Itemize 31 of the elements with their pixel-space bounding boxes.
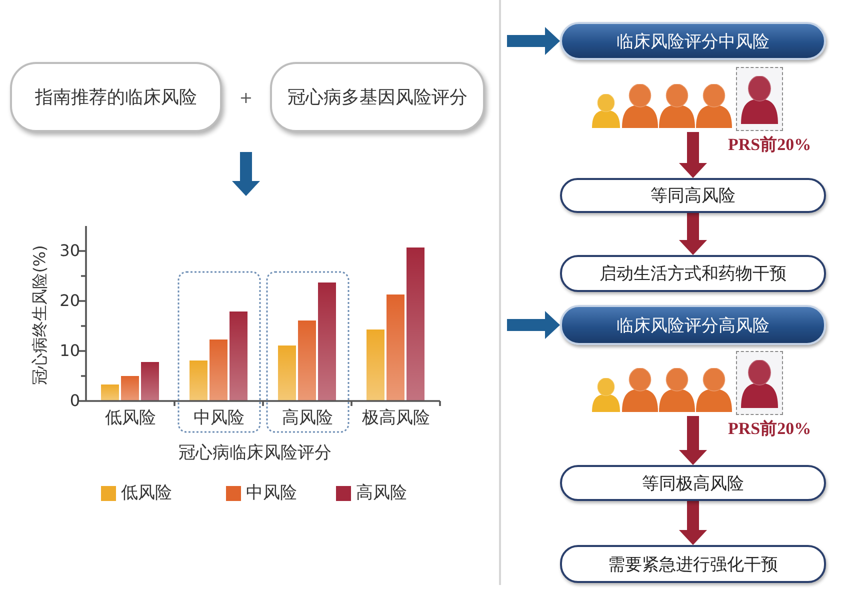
tick-label: 30 xyxy=(60,241,80,261)
category-label: 高风险 xyxy=(282,407,333,429)
block-arrow xyxy=(679,501,707,545)
axis-title: 冠心病终生风险(%) xyxy=(29,244,50,387)
legend-label: 低风险 xyxy=(121,482,172,504)
block-arrow xyxy=(507,27,560,55)
node-caption: PRS前20% xyxy=(728,418,812,440)
category-label: 低风险 xyxy=(104,407,156,429)
factor-box: 冠心病多基因风险评分 xyxy=(270,62,485,132)
axis-title: 冠心病临床风险评分 xyxy=(178,442,332,465)
block-arrow xyxy=(679,213,707,255)
block-arrow xyxy=(507,311,560,339)
result-box: 等同高风险 xyxy=(560,178,826,213)
stage-banner: 临床风险评分中风险 xyxy=(560,22,826,60)
tick-label: 10 xyxy=(60,341,80,361)
category-label: 极高风险 xyxy=(362,407,430,429)
plus-sign: + xyxy=(238,87,254,109)
legend-label: 中风险 xyxy=(246,482,297,504)
result-box: 需要紧急进行强化干预 xyxy=(560,545,826,583)
legend-label: 高风险 xyxy=(356,482,407,504)
block-arrow xyxy=(679,416,707,465)
block-arrow xyxy=(679,132,707,178)
block-arrow xyxy=(232,152,260,196)
factor-box: 指南推荐的临床风险 xyxy=(10,62,222,132)
node-caption: PRS前20% xyxy=(728,134,812,156)
category-label: 中风险 xyxy=(193,407,244,429)
result-box: 等同极高风险 xyxy=(560,465,826,501)
tick-label: 0 xyxy=(70,391,80,411)
result-box: 启动生活方式和药物干预 xyxy=(560,255,826,292)
tick-label: 20 xyxy=(60,291,80,311)
stage-banner: 临床风险评分高风险 xyxy=(560,305,826,345)
